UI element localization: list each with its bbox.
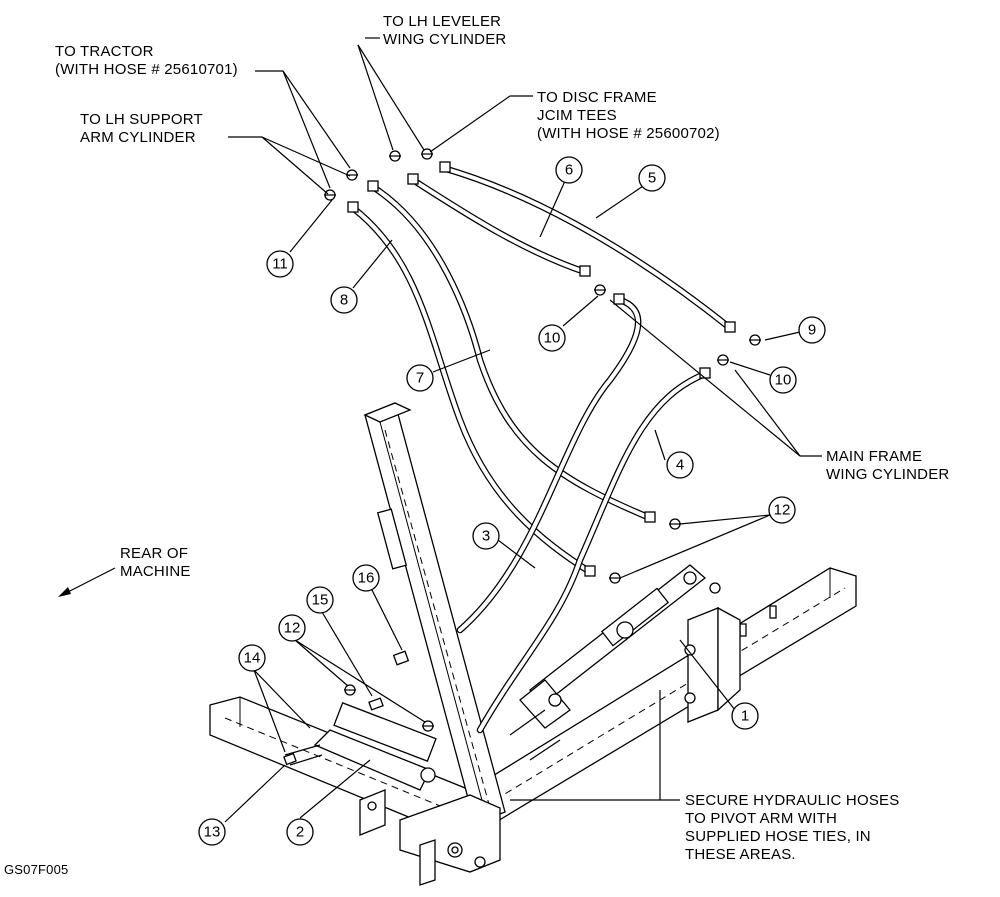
label-to-tractor: TO TRACTOR (WITH HOSE # 25610701) bbox=[55, 43, 238, 78]
callout-12a: 12 bbox=[768, 496, 796, 524]
svg-text:12: 12 bbox=[284, 620, 301, 637]
svg-text:10: 10 bbox=[544, 330, 561, 347]
callout-8: 8 bbox=[330, 286, 358, 314]
hose-fittings bbox=[347, 161, 736, 577]
tee-fitting bbox=[717, 354, 729, 366]
plug-fitting bbox=[368, 697, 384, 711]
cylinder-mount-bracket bbox=[684, 606, 741, 723]
frame-structure bbox=[209, 402, 857, 886]
svg-text:15: 15 bbox=[312, 592, 329, 609]
figure-code: GS07F005 bbox=[4, 862, 68, 877]
callout-3: 3 bbox=[472, 522, 500, 550]
svg-text:4: 4 bbox=[676, 457, 684, 474]
callout-bubbles: 1 2 3 4 5 6 7 8 9 10 10 11 12 12 13 14 1… bbox=[198, 156, 826, 846]
callout-13: 13 bbox=[198, 818, 226, 846]
label-disc-frame: TO DISC FRAME JCIM TEES (WITH HOSE # 256… bbox=[537, 89, 720, 142]
callout-1: 1 bbox=[731, 702, 759, 730]
tee-fitting bbox=[422, 720, 434, 732]
svg-text:1: 1 bbox=[741, 708, 749, 725]
support-arm-cylinder-left bbox=[284, 702, 437, 836]
svg-text:9: 9 bbox=[808, 322, 816, 339]
callout-16: 16 bbox=[352, 564, 380, 592]
pivot-arm-post bbox=[363, 402, 506, 831]
leader-lines bbox=[58, 37, 822, 823]
svg-text:7: 7 bbox=[416, 370, 424, 387]
svg-text:5: 5 bbox=[648, 170, 656, 187]
svg-text:12: 12 bbox=[774, 502, 791, 519]
svg-text:2: 2 bbox=[296, 824, 304, 841]
tee-fittings bbox=[283, 148, 761, 766]
label-secure-hoses: SECURE HYDRAULIC HOSES TO PIVOT ARM WITH… bbox=[685, 792, 904, 863]
plug-fitting bbox=[283, 752, 297, 766]
callout-9: 9 bbox=[798, 316, 826, 344]
svg-text:8: 8 bbox=[340, 292, 348, 309]
callout-10b: 10 bbox=[769, 366, 797, 394]
callout-5: 5 bbox=[638, 164, 666, 192]
tee-fitting bbox=[749, 334, 761, 346]
svg-text:11: 11 bbox=[272, 256, 288, 273]
tee-fitting bbox=[389, 150, 401, 162]
plug-fitting bbox=[392, 650, 410, 666]
svg-text:13: 13 bbox=[204, 824, 221, 841]
wing-cylinder-right bbox=[509, 564, 721, 761]
tee-fitting bbox=[344, 684, 356, 696]
tee-fitting bbox=[594, 284, 606, 296]
pivot-base-bracket bbox=[399, 794, 501, 886]
callout-15: 15 bbox=[306, 586, 334, 614]
annotation-labels: TO TRACTOR (WITH HOSE # 25610701) TO LH … bbox=[4, 13, 949, 877]
callout-2: 2 bbox=[286, 818, 314, 846]
callout-7: 7 bbox=[406, 364, 434, 392]
callout-6: 6 bbox=[555, 156, 583, 184]
svg-text:6: 6 bbox=[565, 162, 573, 179]
callout-12b: 12 bbox=[278, 614, 306, 642]
callout-4: 4 bbox=[666, 451, 694, 479]
label-main-frame: MAIN FRAME WING CYLINDER bbox=[826, 448, 949, 483]
hydraulic-hoses bbox=[349, 164, 734, 734]
label-lh-leveler: TO LH LEVELER WING CYLINDER bbox=[383, 13, 506, 48]
svg-text:3: 3 bbox=[482, 528, 490, 545]
tee-fitting bbox=[669, 518, 681, 530]
tee-fitting bbox=[609, 572, 621, 584]
label-lh-support: TO LH SUPPORT ARM CYLINDER bbox=[80, 111, 207, 146]
svg-text:14: 14 bbox=[244, 650, 261, 667]
tee-fitting bbox=[324, 189, 336, 201]
hose-5 bbox=[439, 164, 734, 332]
callout-10a: 10 bbox=[538, 324, 566, 352]
callout-11: 11 bbox=[266, 250, 294, 278]
svg-text:16: 16 bbox=[358, 570, 375, 587]
label-rear-of-machine: REAR OF MACHINE bbox=[120, 545, 192, 580]
tee-fitting bbox=[421, 148, 433, 160]
callout-14: 14 bbox=[238, 644, 266, 672]
svg-text:10: 10 bbox=[775, 372, 792, 389]
